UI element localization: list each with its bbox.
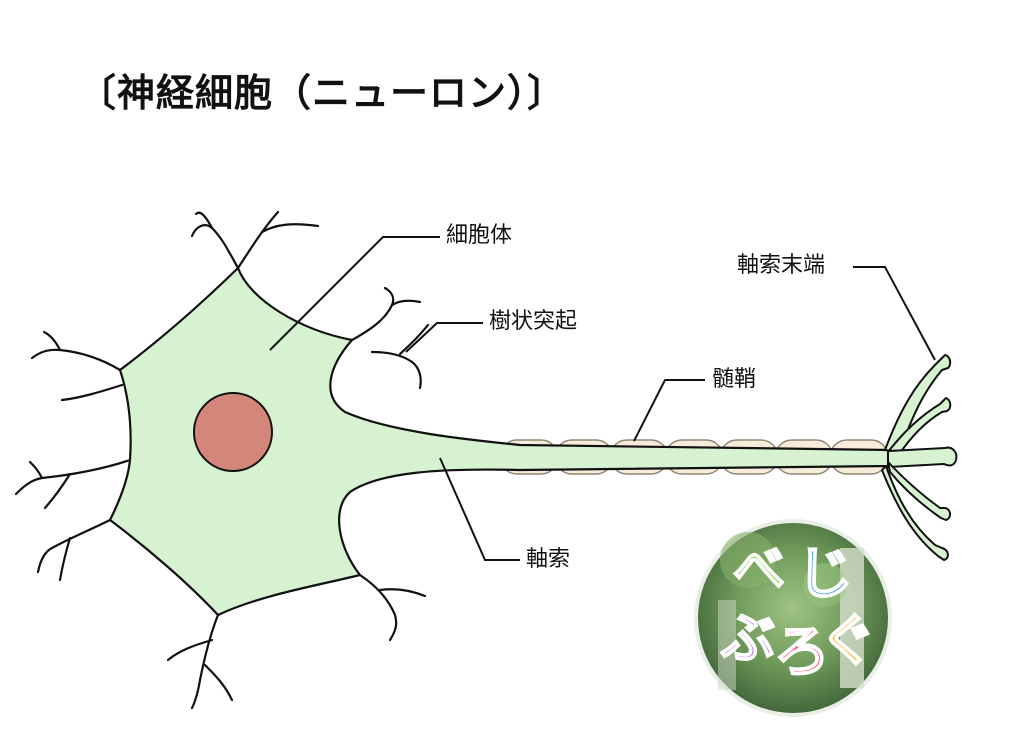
leader-axon-terminal — [853, 266, 936, 361]
label-axon-terminal: 軸索末端 — [737, 253, 826, 278]
label-dendrite: 樹状突起 — [489, 309, 578, 334]
logo-char-1: べ — [733, 540, 785, 600]
leader-soma — [269, 236, 440, 351]
logo-char-4: ろ — [774, 620, 830, 685]
axon-terminals — [881, 354, 958, 561]
leader-lines — [269, 236, 936, 561]
label-soma: 細胞体 — [446, 223, 513, 248]
nucleus — [193, 392, 273, 472]
logo-char-5: ぐ — [820, 609, 876, 674]
page-title: 〔神経細胞（ニューロン）〕 — [78, 71, 567, 115]
leader-myelin — [633, 379, 705, 442]
logo-char-3: ぶ — [720, 607, 775, 670]
label-myelin: 髄鞘 — [712, 367, 757, 392]
dendrites — [14, 210, 430, 710]
label-axon: 軸索 — [526, 547, 571, 572]
logo: べ じ ぶ ろ ぐ — [694, 519, 892, 717]
leader-dendrite — [405, 322, 483, 353]
leader-axon — [439, 457, 520, 561]
logo-char-2: じ — [797, 542, 853, 607]
cell-body — [108, 266, 892, 617]
